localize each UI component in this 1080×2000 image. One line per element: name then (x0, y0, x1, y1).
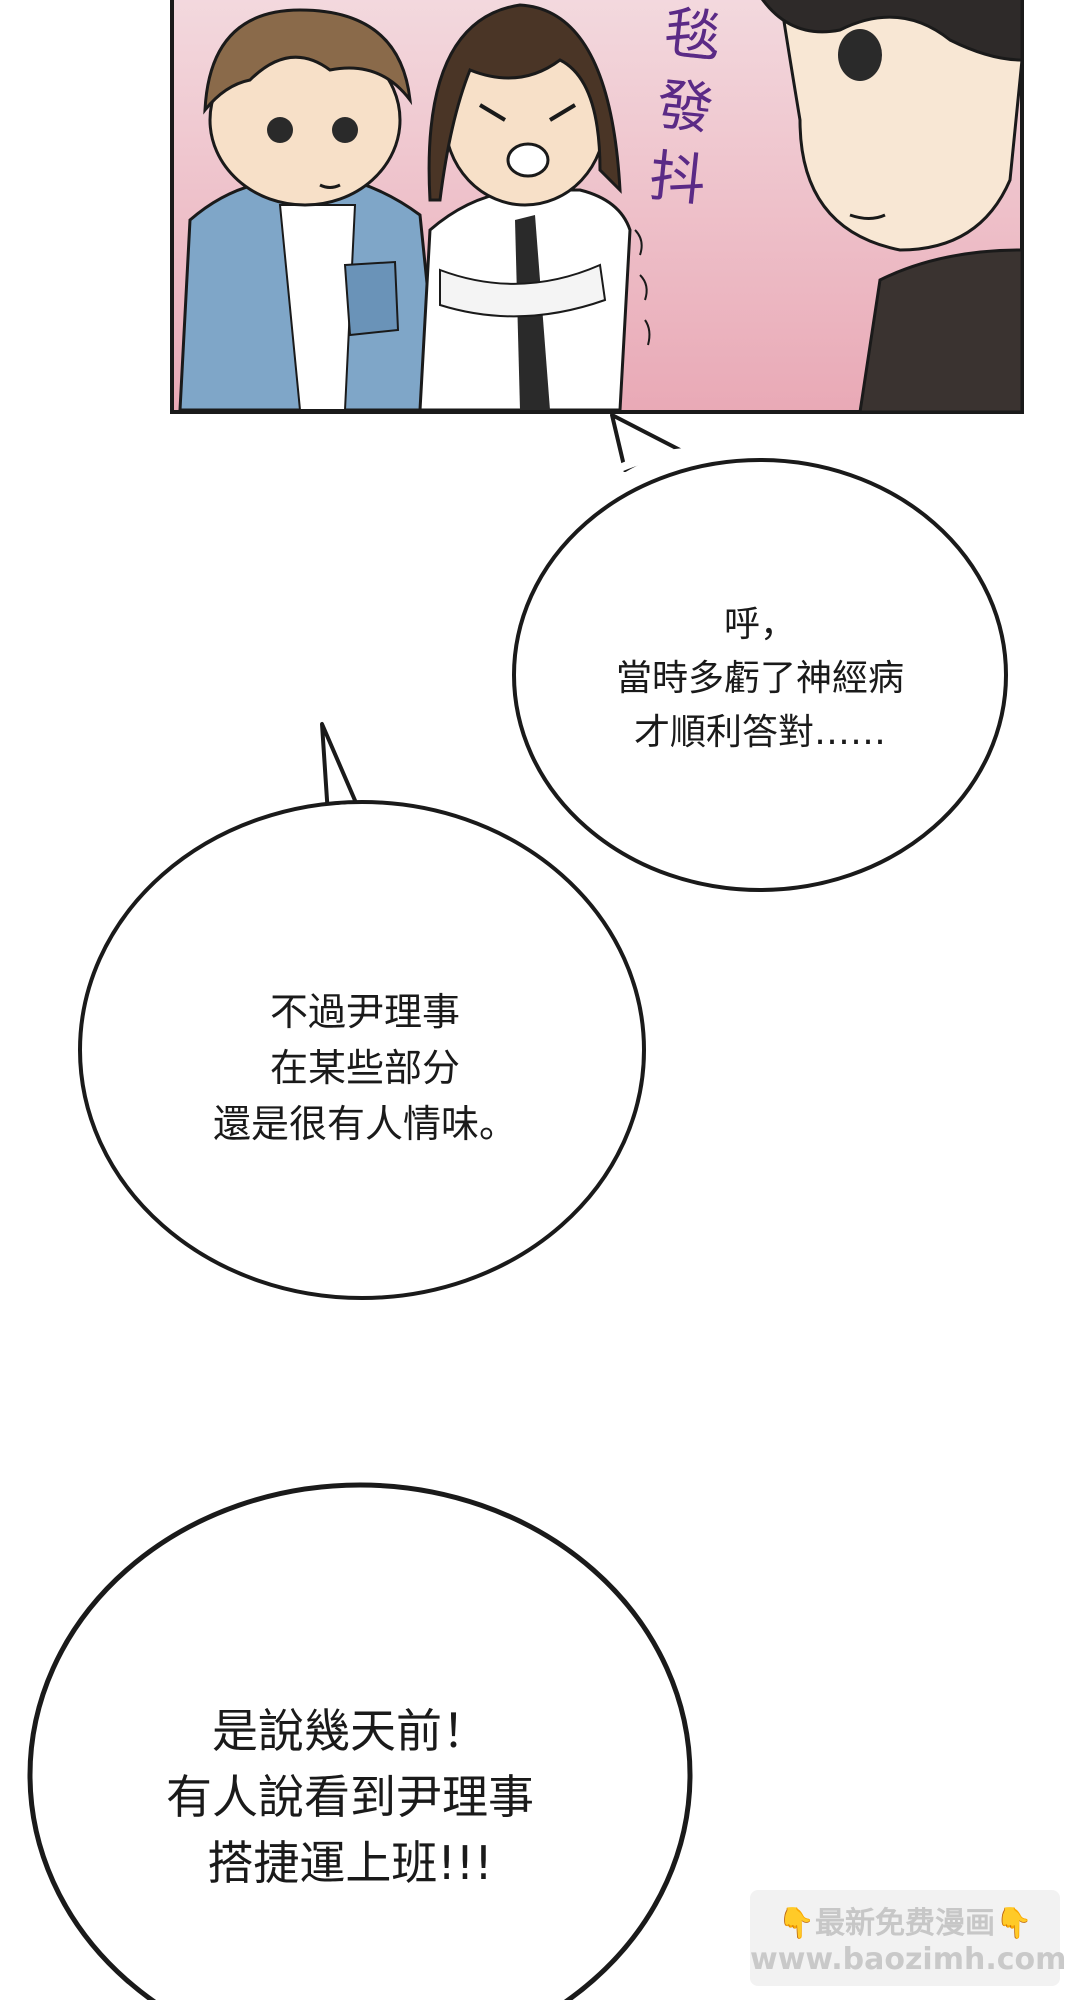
tremble-marks (634, 229, 651, 346)
dialogue-line: 是說幾天前！ (212, 1704, 488, 1758)
dialogue-line: 有人說看到尹理事 (166, 1770, 534, 1824)
sfx-char: 發 (653, 72, 717, 143)
character-denim-jacket (178, 8, 442, 412)
bubble-2-text: 不過尹理事 在某些部分 還是很有人情味。 (110, 984, 620, 1152)
dialogue-line: 當時多虧了神經病 (615, 658, 904, 699)
dialogue-line: 才順利答對…… (633, 712, 886, 753)
watermark-line-2: www.baozimh.com (750, 1942, 1067, 1977)
site-watermark: 👇最新免费漫画👇 www.baozimh.com (750, 1890, 1067, 1986)
speech-bubble-1 (512, 413, 1008, 892)
sfx-char: 毯 (661, 0, 724, 72)
character-dark-hair (761, 0, 1024, 414)
character-white-shirt (418, 3, 632, 412)
dialogue-line: 在某些部分 (269, 1046, 460, 1090)
comic-panel (170, 0, 1024, 414)
sfx-char: 抖 (646, 143, 709, 215)
speech-bubble-3 (27, 1482, 693, 2000)
bubble-3-text: 是說幾天前！ 有人說看到尹理事 搭捷運上班!!! (70, 1698, 630, 1896)
dialogue-line: 不過尹理事 (269, 990, 460, 1034)
dialogue-line: 搭捷運上班!!! (207, 1836, 493, 1890)
dialogue-line: 呼， (723, 604, 796, 645)
bubble-1-text: 呼， 當時多虧了神經病 才順利答對…… (500, 598, 1020, 760)
watermark-line-1: 👇最新免费漫画👇 (777, 1906, 1033, 1941)
dialogue-line: 還是很有人情味。 (212, 1102, 517, 1146)
speech-bubble-2 (78, 722, 646, 1300)
